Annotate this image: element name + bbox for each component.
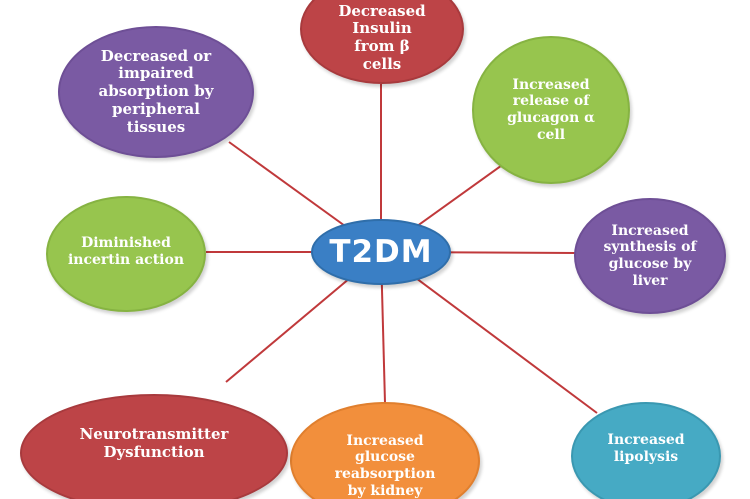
node-label: Increased synthesis of glucose by liver	[603, 222, 697, 289]
node-diminished-incretin: Diminished incertin action	[46, 196, 206, 312]
node-glucose-reabsorption: Increased glucose reabsorption by kidney	[290, 402, 480, 499]
node-label: Increased lipolysis	[607, 432, 685, 465]
node-increased-lipolysis: Increased lipolysis	[571, 402, 721, 499]
node-label: Decreased Insulin from β cells	[338, 1, 426, 73]
node-increased-glucose-liver: Increased synthesis of glucose by liver	[574, 198, 726, 314]
node-label: Increased release of glucagon α cell	[507, 76, 595, 143]
node-label: Decreased or impaired absorption by peri…	[98, 46, 214, 136]
center-node-t2dm: T2DM	[311, 219, 451, 285]
node-label: Diminished incertin action	[67, 235, 185, 268]
node-label: Neurotransmitter Dysfunction	[79, 425, 229, 461]
center-label: T2DM	[329, 234, 433, 270]
node-increased-glucagon: Increased release of glucagon α cell	[472, 36, 630, 184]
node-label: Increased glucose reabsorption by kidney	[334, 432, 436, 499]
node-impaired-absorption: Decreased or impaired absorption by peri…	[58, 26, 254, 158]
node-neurotransmitter: Neurotransmitter Dysfunction	[20, 394, 288, 499]
